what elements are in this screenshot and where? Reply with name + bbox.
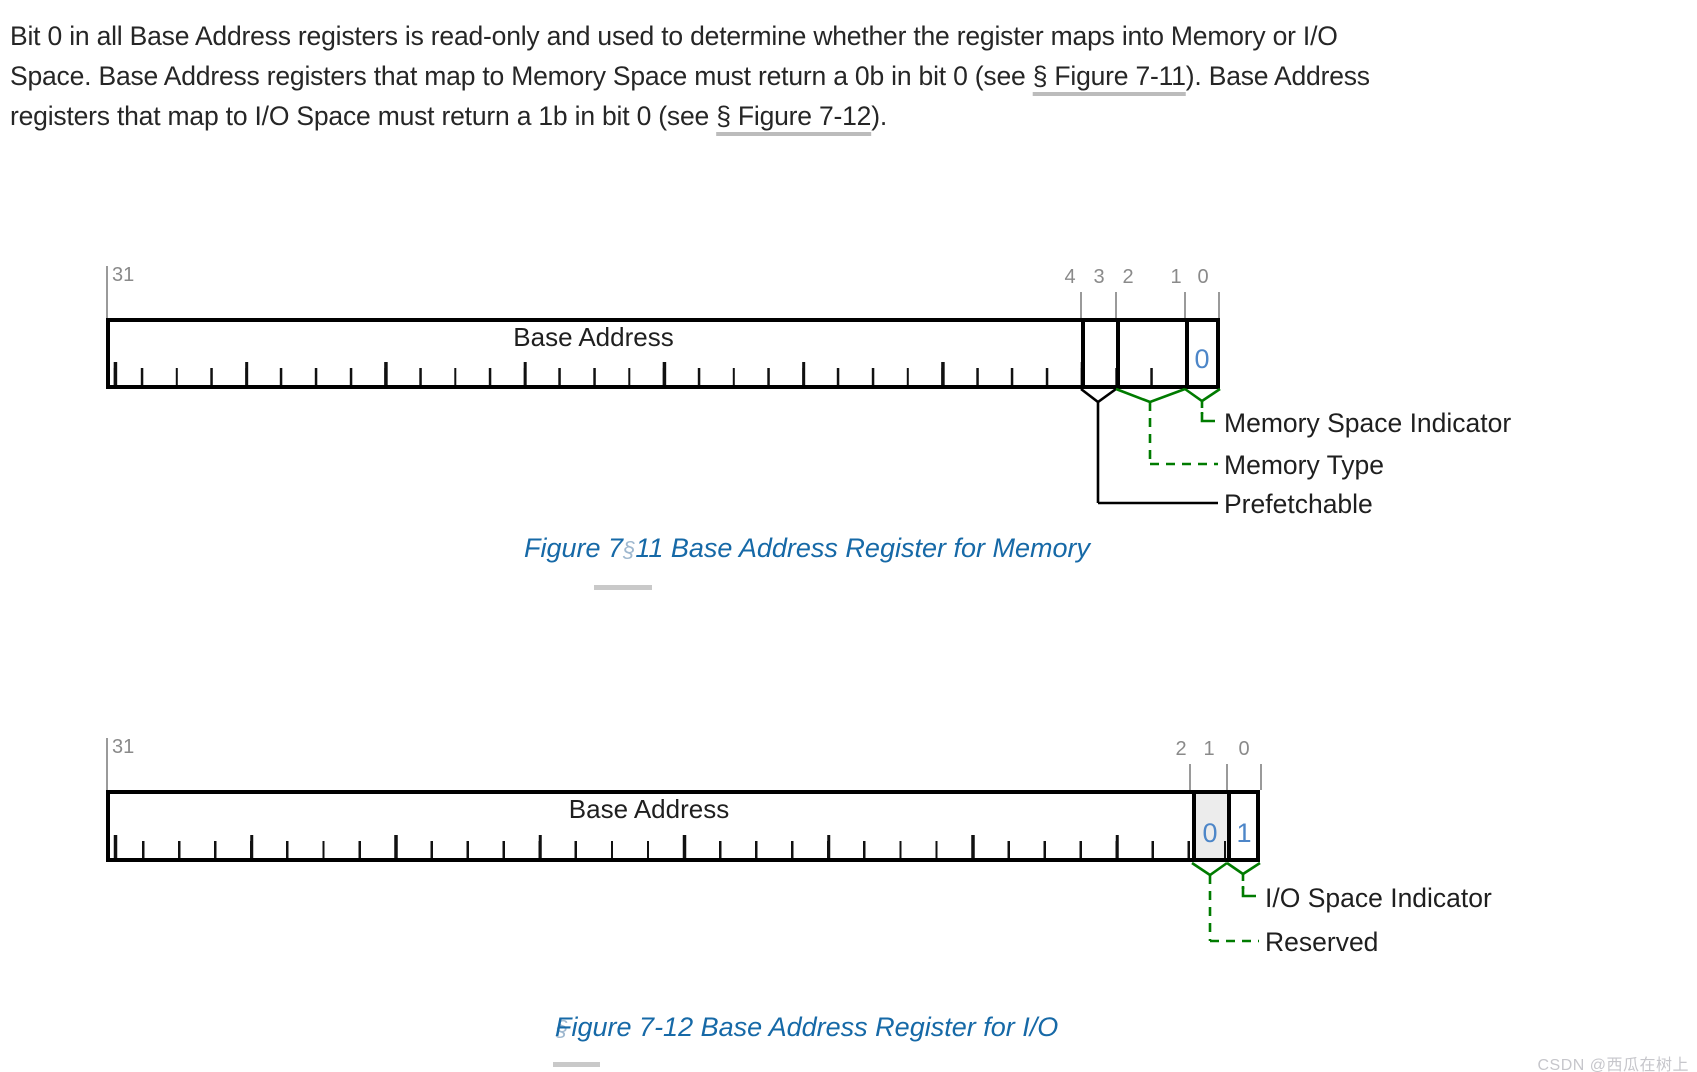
bit-label-1: 1 (1170, 266, 1182, 288)
divider-bit4-bit3 (1081, 322, 1085, 385)
caption-7-11-underline (594, 585, 652, 590)
caption-7-11-pre: Figure 7 (524, 533, 624, 563)
bit-label-31: 31 (112, 264, 135, 286)
memory-bar-register-box (106, 318, 1220, 389)
io-bar-top-ticks (105, 738, 1263, 790)
bit-label-4: 4 (1064, 266, 1076, 288)
caption-7-11-post: 11 Base Address Register for Memory (635, 533, 1090, 563)
memory-type-label: Memory Type (1224, 450, 1385, 480)
figure-7-11-link[interactable]: § Figure 7-11 (1032, 61, 1186, 91)
figure-7-11-caption: Figure 7§11 Base Address Register for Me… (0, 533, 1614, 564)
csdn-watermark: CSDN @西瓜在树上 (1537, 1057, 1689, 1072)
divider-bit1-bit0 (1185, 322, 1189, 385)
memory-bar-base-address-field: Base Address (513, 322, 674, 352)
paragraph-line-3: registers that map to I/O Space must ret… (10, 96, 1610, 136)
io-bar-bit1-value: 0 (1202, 818, 1218, 848)
io-bar-base-address-field: Base Address (568, 794, 730, 824)
figure-7-12-caption: §Figure 7-12 Base Address Register for I… (0, 1012, 1614, 1043)
io-space-indicator-connector (1226, 861, 1261, 898)
prefetchable-connector (1080, 387, 1218, 505)
io-bar-bit0-value: 1 (1236, 818, 1252, 848)
bit-label-0-io: 0 (1238, 738, 1250, 760)
divider-bit2-bit1-io (1192, 794, 1196, 858)
memory-bar-bit0-value: 0 (1194, 344, 1210, 374)
prefetchable-label: Prefetchable (1224, 489, 1373, 519)
memory-type-connector (1115, 387, 1218, 466)
paragraph-line-1: Bit 0 in all Base Address registers is r… (10, 21, 1338, 51)
paragraph-line-2-text: Space. Base Address registers that map t… (10, 61, 1033, 91)
memory-space-indicator-connector (1184, 387, 1221, 423)
caption-7-12-underline (553, 1062, 600, 1067)
io-bar-register-box (106, 790, 1260, 862)
memory-bar-top-ticks (105, 266, 1221, 318)
memory-space-indicator-label: Memory Space Indicator (1224, 408, 1512, 438)
section-mark-icon-io[interactable]: § (555, 1016, 569, 1041)
divider-bit1-bit0-io (1227, 794, 1231, 858)
bit-ticks (110, 368, 1216, 385)
io-space-indicator-label: I/O Space Indicator (1265, 883, 1492, 913)
divider-bit3-bit2 (1116, 322, 1120, 385)
bit-ticks-io (110, 841, 1256, 858)
section-mark-icon[interactable]: § (623, 537, 636, 562)
body-paragraph: Bit 0 in all Base Address registers is r… (10, 16, 1610, 136)
paragraph-line-2: Space. Base Address registers that map t… (10, 56, 1610, 96)
bit-label-2-io: 2 (1175, 738, 1187, 760)
reserved-label: Reserved (1265, 927, 1379, 957)
bit-label-2: 2 (1122, 266, 1134, 288)
paragraph-line-2-tail: ). Base Address (1185, 61, 1370, 91)
paragraph-line-3-text: registers that map to I/O Space must ret… (10, 101, 717, 131)
bit-label-31-io: 31 (112, 736, 135, 758)
bit-label-1-io: 1 (1203, 738, 1215, 760)
reserved-connector (1191, 861, 1259, 943)
caption-7-12-text: Figure 7-12 Base Address Register for I/… (555, 1012, 1059, 1042)
figure-7-12-link[interactable]: § Figure 7-12 (716, 101, 872, 131)
paragraph-line-3-tail: ). (871, 101, 887, 131)
bit-label-0: 0 (1197, 266, 1209, 288)
bit-label-3: 3 (1093, 266, 1105, 288)
